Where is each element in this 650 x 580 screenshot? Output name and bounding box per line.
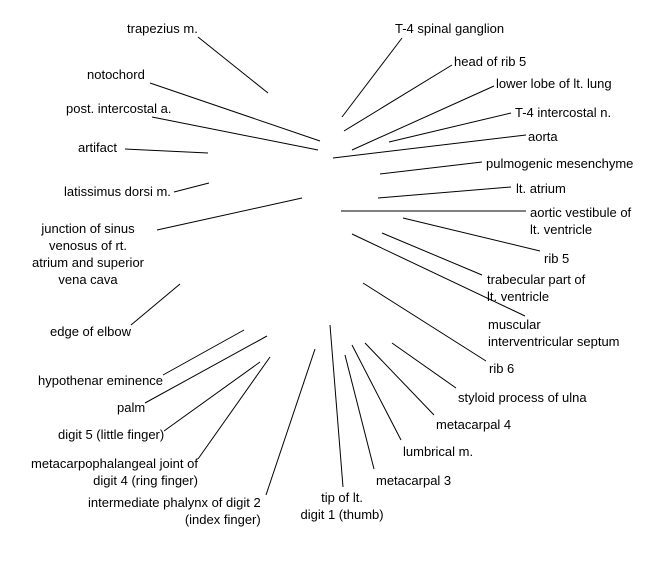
label-line: junction of sinus (41, 221, 135, 236)
leader-line-metacarpal3 (344, 354, 375, 470)
label-line: styloid process of ulna (458, 390, 587, 405)
label-line: artifact (78, 140, 118, 155)
label-line: interventricular septum (488, 334, 620, 349)
leader-line-hypothenar (162, 329, 245, 376)
leader-line-latissimus (173, 182, 210, 193)
leader-line-lower-lobe (351, 85, 495, 151)
leader-line-trabecular (381, 232, 483, 276)
label-line: lt. atrium (516, 181, 566, 196)
label-line: palm (117, 400, 146, 415)
label-line: aorta (528, 129, 558, 144)
label-line: digit 1 (thumb) (300, 507, 384, 522)
label-line: metacarpophalangeal joint of (31, 456, 198, 471)
label-styloid: styloid process of ulna (458, 389, 587, 406)
label-metacarpal3: metacarpal 3 (376, 472, 451, 489)
leader-line-lt-atrium (377, 186, 512, 199)
label-line: vena cava (58, 272, 118, 287)
leader-line-tip-digit1 (329, 324, 344, 488)
label-line: notochord (87, 67, 145, 82)
label-line: post. intercostal a. (66, 101, 172, 116)
label-line: rib 5 (544, 251, 570, 266)
label-line: (index finger) (184, 512, 261, 527)
label-lt-atrium: lt. atrium (516, 180, 566, 197)
label-aortic-vestibule: aortic vestibule of lt. ventricle (530, 204, 631, 238)
label-t4-ganglion: T-4 spinal ganglion (395, 20, 504, 37)
label-junction: junction of sinus venosus of rt. atrium an… (32, 220, 144, 288)
label-line: edge of elbow (50, 324, 131, 339)
leader-line-trapezius (197, 36, 269, 94)
label-latissimus: latissimus dorsi m. (64, 183, 171, 200)
label-line: metacarpal 3 (376, 473, 452, 488)
label-lumbrical: lumbrical m. (403, 443, 473, 460)
label-line: lumbrical m. (403, 444, 474, 459)
label-hypothenar: hypothenar eminence (38, 372, 163, 389)
label-line: tip of lt. (321, 490, 363, 505)
leader-line-t4-ganglion (341, 37, 403, 118)
leader-line-artifact (124, 148, 209, 154)
label-line: trabecular part of (487, 272, 586, 287)
leader-line-palm (144, 335, 268, 404)
leader-line-mcp-joint (197, 356, 271, 460)
leader-line-pulmogenic (379, 161, 483, 175)
leader-line-junction (156, 197, 303, 231)
label-aorta: aorta (528, 128, 558, 145)
leader-line-intermediate-phalanx (265, 348, 316, 496)
label-palm: palm (117, 399, 145, 416)
leader-line-t4-intercostal (388, 112, 512, 143)
label-trapezius: trapezius m. (127, 20, 198, 37)
label-line: pulmogenic mesenchyme (486, 156, 634, 171)
label-line: lt. ventricle (487, 289, 550, 304)
leader-line-head-rib5 (343, 64, 453, 132)
label-notochord: notochord (87, 66, 145, 83)
label-line: intermediate phalynx of digit 2 (88, 495, 261, 510)
leader-line-rib5-lower (402, 217, 541, 252)
leader-line-muscular-septum (351, 233, 526, 317)
leader-line-aorta (332, 134, 527, 159)
leader-line-post-intercostal (151, 116, 319, 151)
label-rib5-lower: rib 5 (544, 250, 569, 267)
label-line: lt. ventricle (530, 222, 593, 237)
label-line: muscular (488, 317, 541, 332)
label-line: atrium and superior (32, 255, 144, 270)
label-metacarpal4: metacarpal 4 (436, 416, 511, 433)
leader-line-styloid (391, 342, 457, 389)
label-line: T-4 intercostal n. (515, 105, 612, 120)
label-post-intercostal: post. intercostal a. (66, 100, 172, 117)
leader-line-edge-elbow (130, 283, 181, 326)
label-tip-digit1: tip of lt. digit 1 (thumb) (301, 489, 384, 523)
label-lower-lobe: lower lobe of lt. lung (496, 75, 612, 92)
label-mcp-joint: metacarpophalangeal joint of digit 4 (rin… (31, 455, 198, 489)
label-line: digit 5 (little finger) (58, 427, 165, 442)
label-digit5: digit 5 (little finger) (58, 426, 164, 443)
label-line: venosus of rt. (48, 238, 128, 253)
leader-line-lumbrical (351, 344, 402, 441)
label-t4-intercostal: T-4 intercostal n. (515, 104, 611, 121)
label-edge-elbow: edge of elbow (50, 323, 131, 340)
label-intermediate-phalanx: intermediate phalynx of digit 2 (index fi… (88, 494, 261, 528)
label-line: metacarpal 4 (436, 417, 512, 432)
label-line: head of rib 5 (454, 54, 527, 69)
leader-line-metacarpal4 (364, 342, 435, 416)
label-muscular-septum: muscular interventricular septum (488, 316, 620, 350)
leader-line-notochord (149, 82, 321, 142)
label-line: aortic vestibule of (530, 205, 632, 220)
label-rib6: rib 6 (489, 360, 514, 377)
leader-line-digit5 (163, 361, 261, 432)
label-trabecular: trabecular part of lt. ventricle (487, 271, 585, 305)
label-line: hypothenar eminence (38, 373, 164, 388)
leader-line-rib6 (362, 282, 487, 362)
label-line: rib 6 (489, 361, 515, 376)
label-pulmogenic: pulmogenic mesenchyme (486, 155, 633, 172)
label-line: digit 4 (ring finger) (93, 473, 198, 488)
label-line: latissimus dorsi m. (64, 184, 171, 199)
label-artifact: artifact (78, 139, 117, 156)
label-head-rib5: head of rib 5 (454, 53, 526, 70)
label-line: trapezius m. (127, 21, 198, 36)
label-line: T-4 spinal ganglion (395, 21, 505, 36)
label-line: lower lobe of lt. lung (496, 76, 612, 91)
